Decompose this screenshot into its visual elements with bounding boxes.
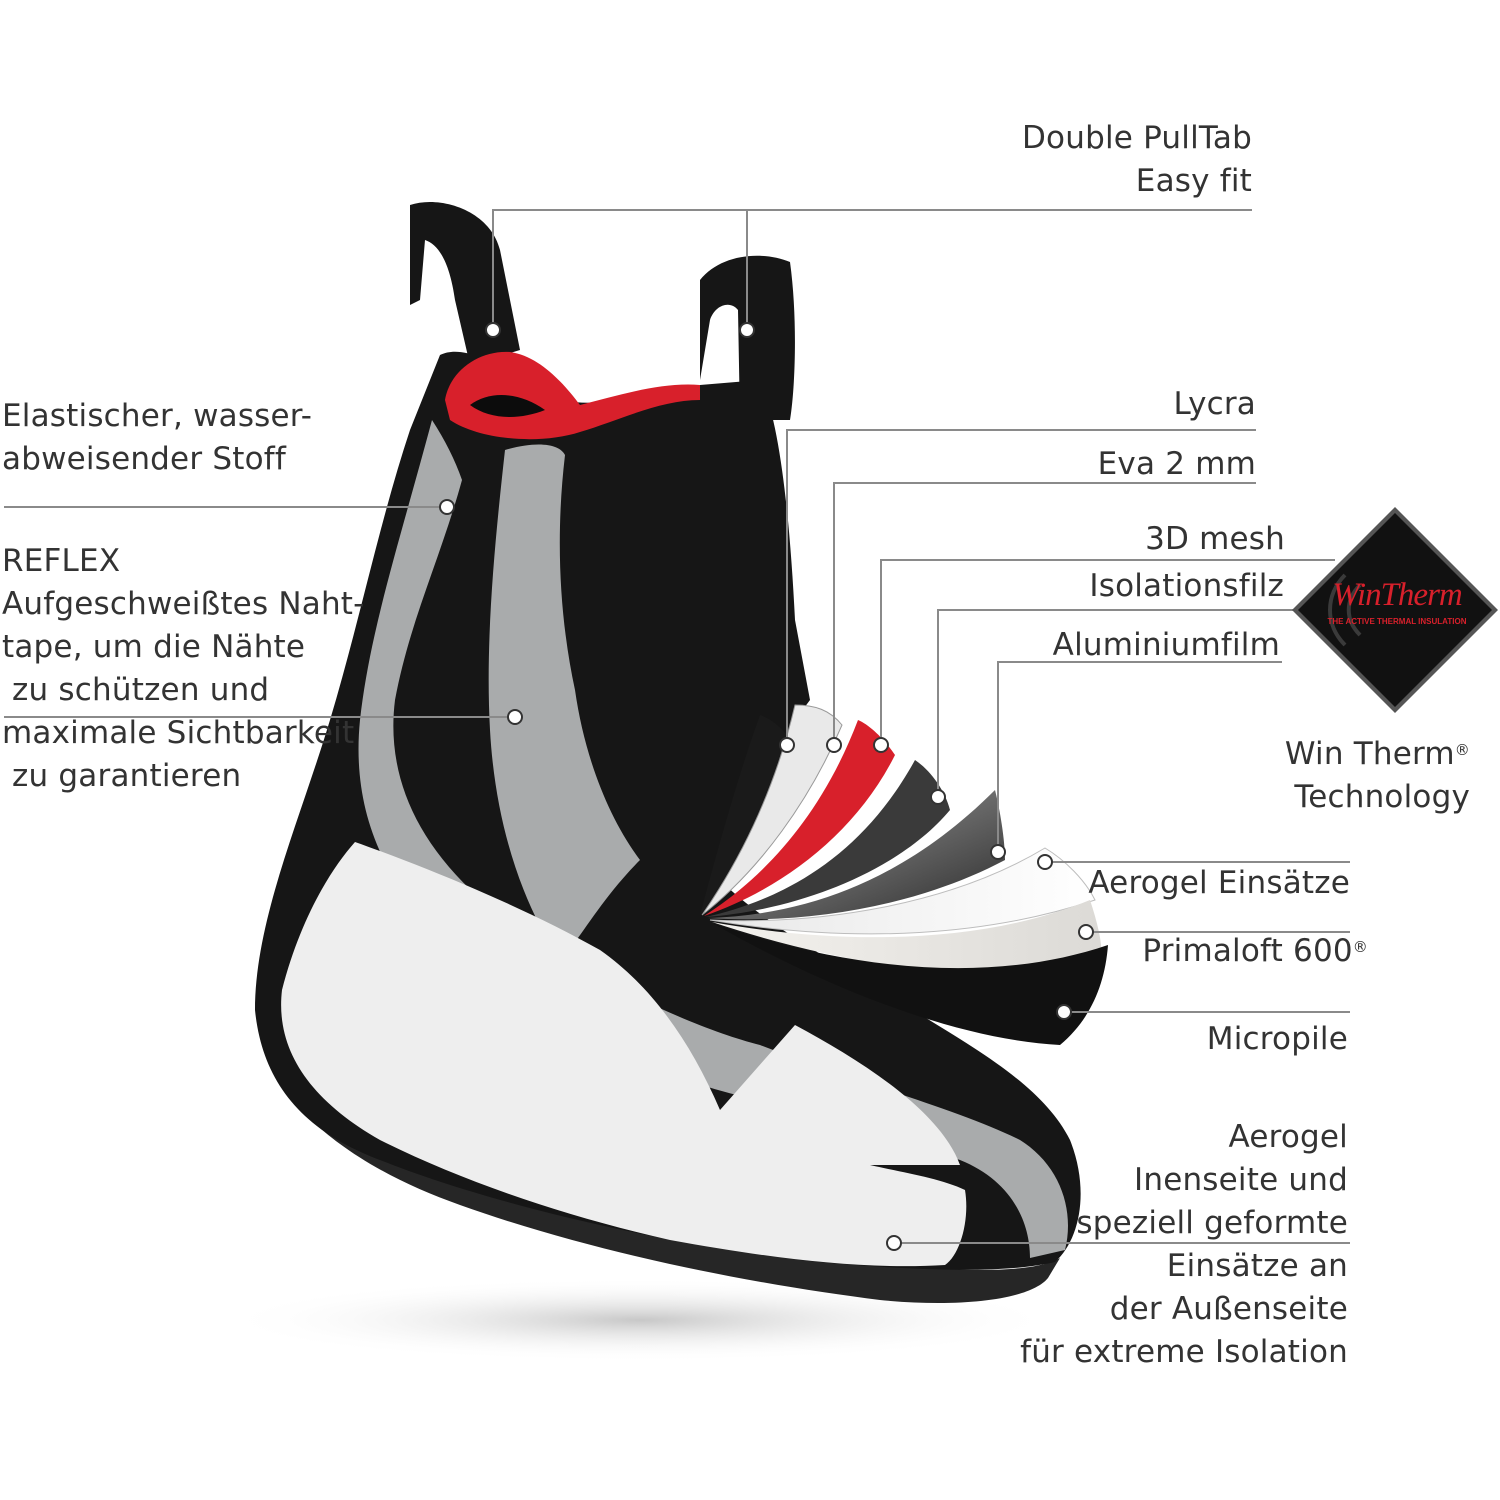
layer-3d-mesh — [704, 720, 895, 916]
label-wintherm-technology: Win Therm® Technology — [1284, 736, 1470, 815]
label-3d-mesh: 3D mesh — [1145, 521, 1285, 557]
layer-aerogel — [709, 847, 1096, 935]
ground-shadow — [220, 1278, 1060, 1362]
label-lycra: Lycra — [1173, 386, 1256, 422]
label-reflex: REFLEX Aufgeschweißtes Naht- tape, um di… — [2, 543, 365, 794]
label-aerogel-inside: Aerogel Inenseite und speziell geformte … — [1020, 1119, 1348, 1370]
signal-waves-icon — [1328, 573, 1362, 647]
label-eva: Eva 2 mm — [1097, 446, 1256, 482]
collar-inner — [470, 394, 545, 417]
wintherm-logo: WinTherm — [1332, 577, 1463, 613]
layer-primaloft — [712, 900, 1102, 978]
label-primaloft: Primaloft 600® — [1142, 933, 1368, 969]
layer-eva — [701, 704, 843, 916]
layer-aluminiumfilm — [708, 790, 1005, 920]
label-aluminiumfilm: Aluminiumfilm — [1052, 627, 1280, 663]
callout-lines — [4, 209, 1350, 1244]
layer-lycra — [700, 715, 795, 915]
label-aerogel-einsaetze: Aerogel Einsätze — [1088, 865, 1350, 901]
layer-isolationsfilz — [706, 760, 950, 917]
label-elastic-fabric: Elastischer, wasser- abweisender Stoff — [2, 398, 313, 477]
callout-dots — [439, 322, 1094, 1251]
layer-micropile — [714, 924, 1108, 1045]
reflex-tape-inner — [488, 444, 640, 960]
wintherm-badge — [1292, 507, 1498, 713]
pulltab-left — [410, 202, 520, 365]
collar-lining-red — [445, 351, 700, 440]
aerogel-panel-white — [281, 842, 967, 1267]
wintherm-tagline: THE ACTIVE THERMAL INSULATION — [1327, 617, 1467, 626]
label-micropile: Micropile — [1206, 1021, 1348, 1057]
label-double-pulltab: Double PullTab Easy fit — [1021, 120, 1252, 199]
label-isolationsfilz: Isolationsfilz — [1089, 568, 1284, 604]
